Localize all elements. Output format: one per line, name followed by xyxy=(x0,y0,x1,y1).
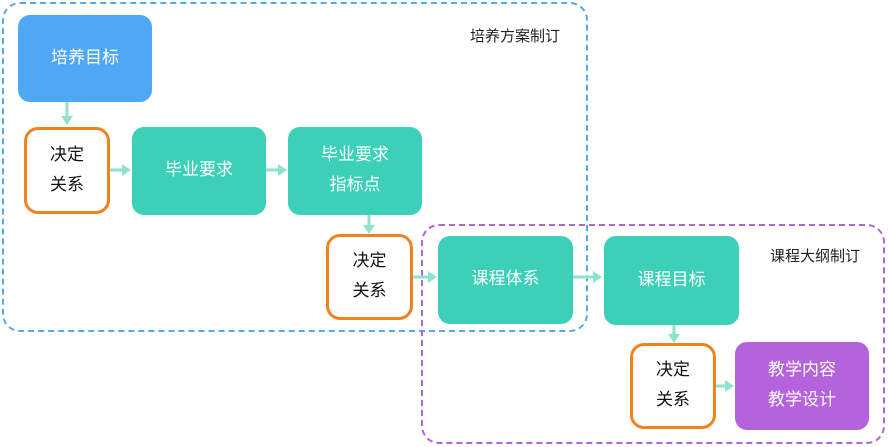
decide-label-line2: 关系 xyxy=(352,281,387,301)
arrow-head xyxy=(725,380,734,392)
course-system-node: 课程体系 xyxy=(438,236,573,324)
training-plan-label: 培养方案制订 xyxy=(470,27,561,45)
decide-label-line1: 决定 xyxy=(352,251,387,272)
teaching-line1: 教学内容 xyxy=(768,360,836,381)
decide-relation-node-2: 决定 关系 xyxy=(326,234,413,320)
course-goal-label: 课程目标 xyxy=(637,269,706,290)
graduation-requirement-node: 毕业要求 xyxy=(132,127,266,215)
arrow-head xyxy=(593,271,602,283)
decide-label-line1: 决定 xyxy=(50,144,84,165)
graduation-requirement-label: 毕业要求 xyxy=(165,160,233,181)
course-system-label: 课程体系 xyxy=(471,269,540,290)
decide-label-line1: 决定 xyxy=(656,360,690,381)
arrow-head xyxy=(278,164,287,176)
arrow-head xyxy=(363,225,375,234)
training-plan-region xyxy=(2,2,588,332)
training-goal-label: 培养目标 xyxy=(51,47,119,68)
teaching-node: 教学内容 教学设计 xyxy=(735,342,869,430)
graduation-indicator-node: 毕业要求 指标点 xyxy=(288,127,422,215)
arrow-head xyxy=(122,164,131,176)
training-goal-node: 培养目标 xyxy=(18,15,152,102)
teaching-line2: 教学设计 xyxy=(768,390,836,410)
decide-relation-node-3: 决定 关系 xyxy=(630,343,716,429)
course-outline-region xyxy=(421,224,885,444)
course-outline-label: 课程大纲制订 xyxy=(770,247,861,265)
graduation-indicator-line2: 指标点 xyxy=(329,175,381,195)
arrow-head xyxy=(668,334,680,343)
decide-label-line2: 关系 xyxy=(656,390,690,410)
decide-relation-node-1: 决定 关系 xyxy=(24,127,110,214)
decide-label-line2: 关系 xyxy=(50,174,84,195)
course-goal-node: 课程目标 xyxy=(604,236,739,325)
arrow-head xyxy=(428,271,437,283)
arrow-head xyxy=(61,116,73,125)
graduation-indicator-line1: 毕业要求 xyxy=(321,145,389,166)
